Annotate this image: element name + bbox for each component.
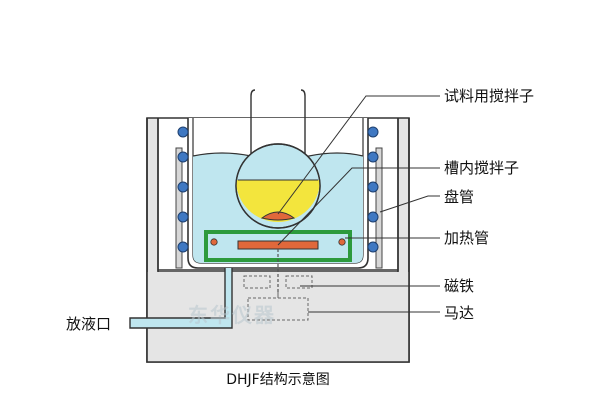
leader-lines [277, 95, 440, 313]
label-drain: 放液口 [66, 315, 111, 333]
heater-dot-right [338, 238, 346, 246]
label-motor: 马达 [444, 304, 474, 322]
coil-pipe-left [175, 147, 183, 269]
label-coil: 盘管 [444, 188, 474, 206]
coil-balls-left [177, 126, 189, 253]
drain-pipe [129, 268, 233, 329]
label-heating-tube: 加热管 [444, 229, 489, 247]
coil-balls-right [367, 126, 379, 253]
magnet [243, 275, 313, 289]
heater-dot-left [210, 238, 218, 246]
diagram-caption: DHJF结构示意图 [226, 371, 330, 388]
motor [247, 292, 309, 321]
label-magnet: 磁铁 [444, 277, 474, 295]
label-sample-stirrer: 试料用搅拌子 [444, 87, 534, 105]
label-bath-stirrer: 槽内搅拌子 [444, 159, 519, 177]
sample-stir-bar [260, 211, 296, 221]
sample-liquid [236, 180, 320, 222]
sample-flask [235, 89, 321, 229]
watermark: 东华仪器 [188, 303, 276, 327]
